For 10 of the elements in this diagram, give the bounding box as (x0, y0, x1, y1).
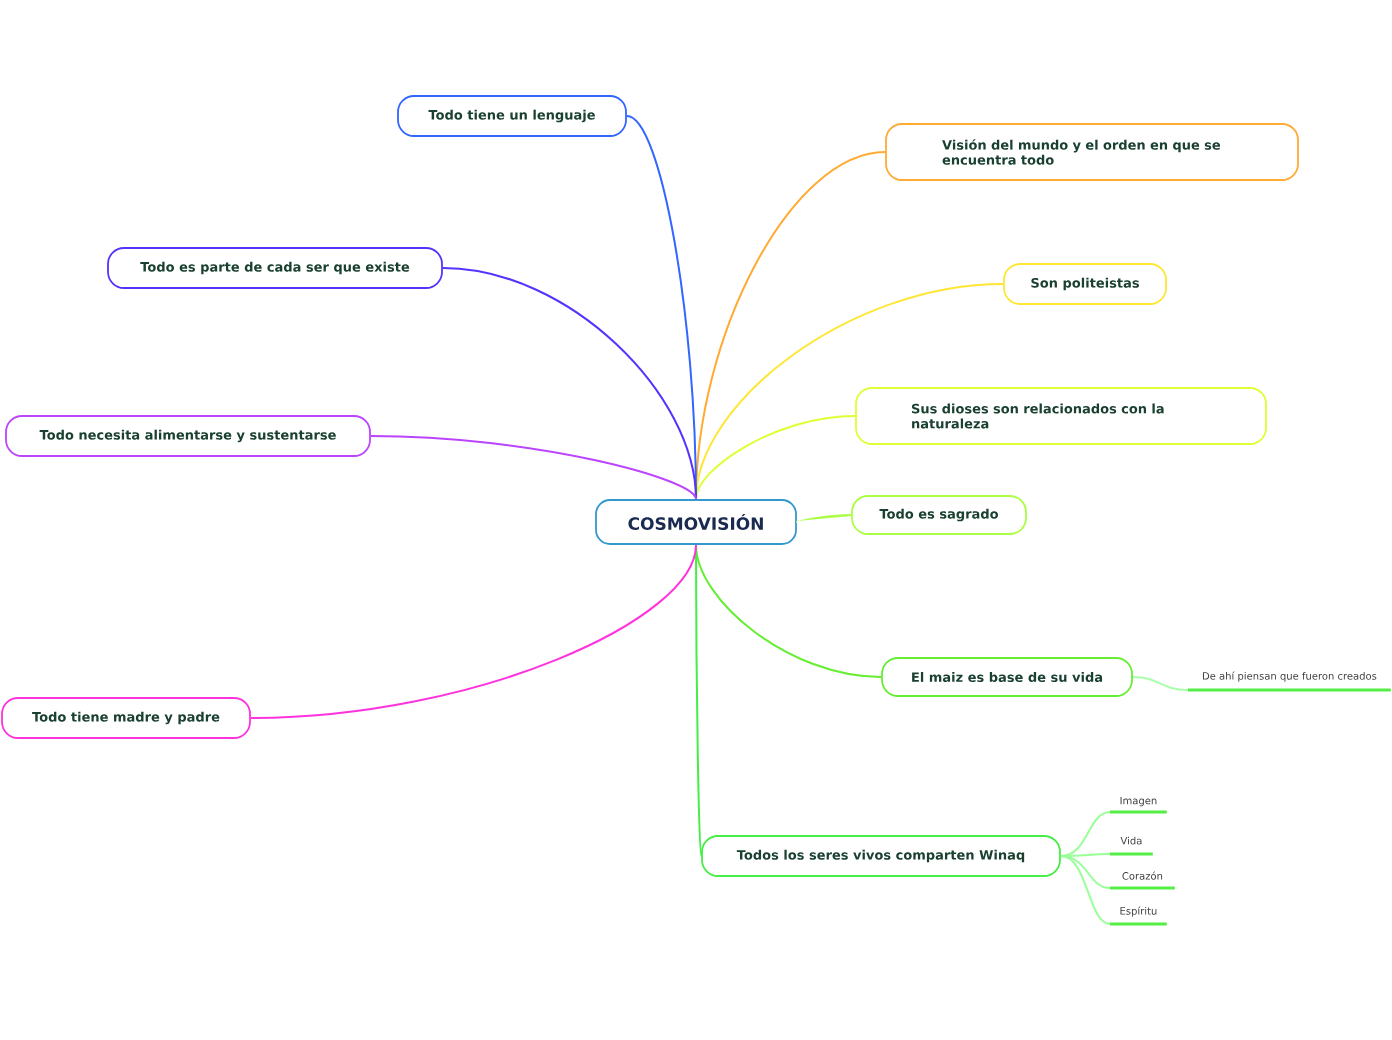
branch-line (695, 415, 857, 501)
branch-line (1059, 855, 1111, 889)
branch-line (1131, 676, 1189, 691)
branch-line (441, 267, 697, 501)
branch-line (795, 514, 853, 523)
branch-line (369, 435, 697, 501)
branch-line (1059, 855, 1111, 925)
branch-line (249, 543, 697, 719)
central-topic-box: COSMOVISIÓN (595, 499, 797, 545)
branch-line (1059, 811, 1111, 857)
